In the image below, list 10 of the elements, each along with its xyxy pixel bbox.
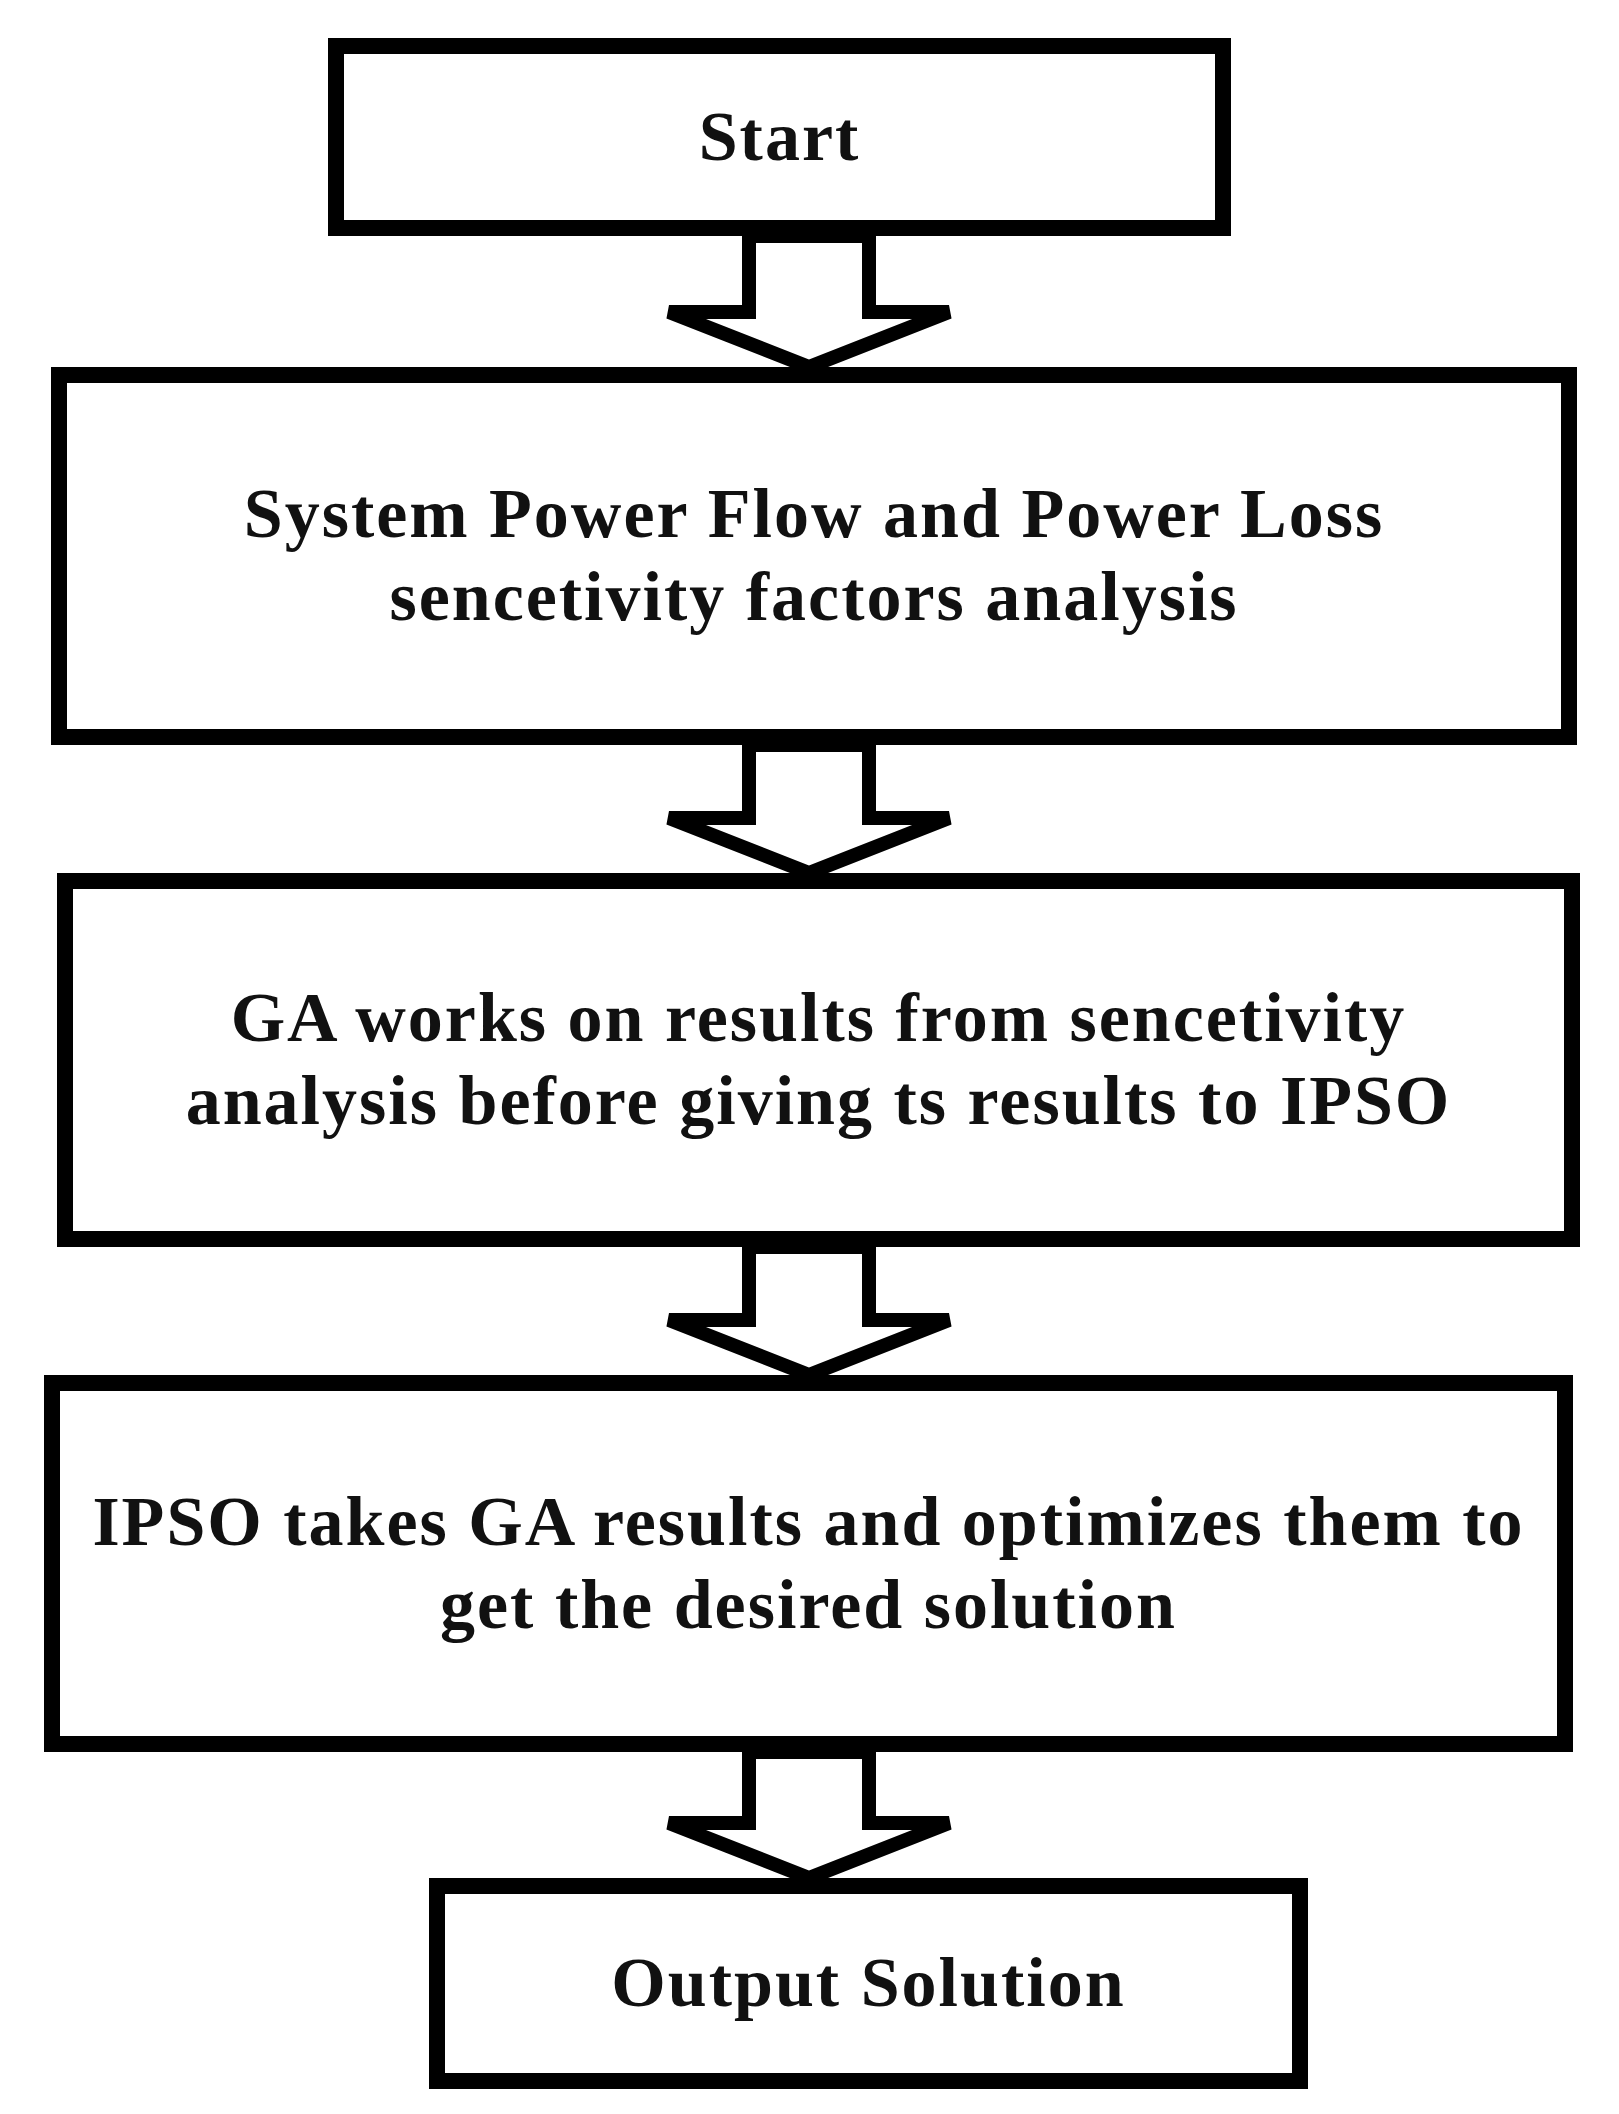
process-box	[44, 1375, 1573, 1752]
process-box	[429, 1878, 1308, 2089]
process-box	[51, 367, 1577, 745]
box-text: IPSO takes GA results and optimizes them to get the desired solution	[91, 1481, 1526, 1645]
box-text: System Power Flow and Power Loss sencetivity factors analysis	[242, 474, 1386, 637]
process-box	[328, 38, 1231, 236]
process-box	[57, 873, 1580, 1247]
box-text: Output Solution	[611, 1943, 1126, 2024]
box-text: GA works on results from sencetivity analysis before giving ts results to IPSO	[184, 978, 1453, 1141]
box-text: Start	[698, 96, 861, 177]
